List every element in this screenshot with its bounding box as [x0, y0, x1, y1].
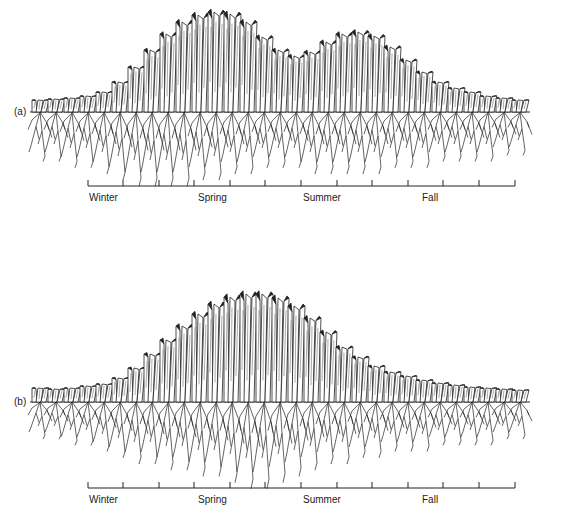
season-label: Summer	[303, 494, 341, 506]
panel-label: (b)	[14, 396, 26, 408]
season-label: Winter	[89, 494, 118, 506]
season-label: Spring	[198, 494, 227, 506]
season-label: Summer	[303, 192, 341, 204]
season-label: Spring	[198, 192, 227, 204]
season-label: Fall	[422, 494, 438, 506]
season-label: Winter	[89, 192, 118, 204]
panel-label: (a)	[14, 106, 26, 118]
season-label: Fall	[422, 192, 438, 204]
